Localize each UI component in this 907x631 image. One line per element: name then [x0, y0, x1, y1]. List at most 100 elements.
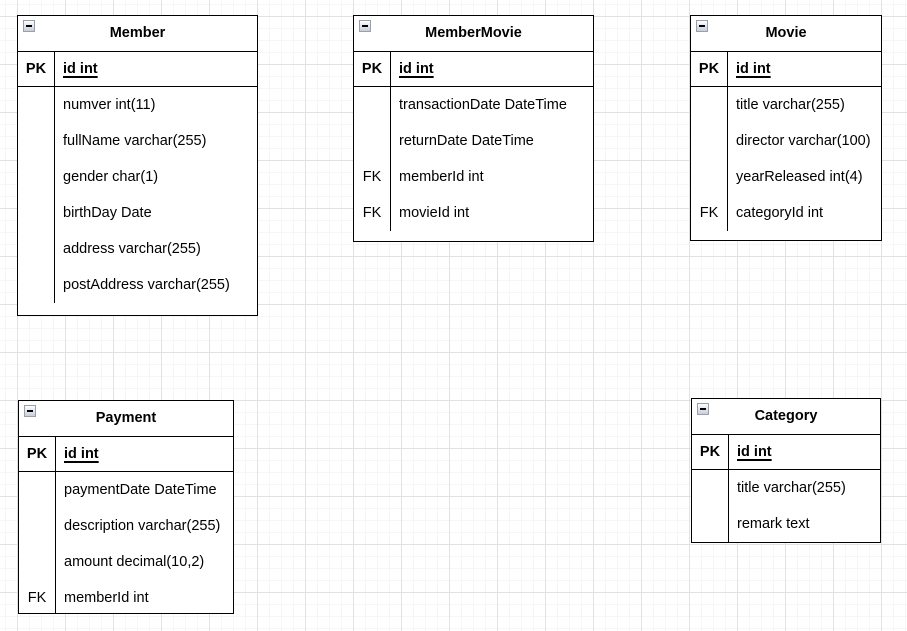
key-cell — [18, 159, 55, 195]
attribute-row: birthDay Date — [18, 195, 257, 231]
key-cell — [692, 470, 729, 506]
pk-label: PK — [18, 51, 55, 86]
entity-table-member[interactable]: Member PK id int numver int(11) fullName … — [17, 15, 258, 316]
field-label: memberId int — [64, 589, 149, 606]
pk-field: id int — [63, 60, 98, 77]
entity-table-movie[interactable]: Movie PK id int title varchar(255) direct… — [690, 15, 882, 241]
collapse-minus-icon[interactable] — [696, 20, 708, 32]
attribute-row: postAddress varchar(255) — [18, 267, 257, 303]
table-header: Payment — [19, 401, 233, 437]
key-cell — [19, 472, 56, 508]
primary-key-row: PK id int — [692, 434, 880, 470]
entity-table-category[interactable]: Category PK id int title varchar(255) rem… — [691, 398, 881, 543]
field-label: remark text — [737, 515, 810, 532]
attribute-row: FK categoryId int — [691, 195, 881, 231]
table-header: Member — [18, 16, 257, 52]
field-label: title varchar(255) — [737, 479, 846, 496]
field-label: address varchar(255) — [63, 240, 201, 257]
primary-key-row: PK id int — [354, 51, 593, 87]
attribute-row: title varchar(255) — [691, 87, 881, 123]
field-label: director varchar(100) — [736, 132, 871, 149]
fk-label: FK — [354, 195, 391, 231]
field-label: categoryId int — [736, 204, 824, 221]
attribute-row: paymentDate DateTime — [19, 472, 233, 508]
key-cell — [18, 195, 55, 231]
fk-label: FK — [354, 159, 391, 195]
key-cell — [691, 159, 728, 195]
table-title: Member — [109, 25, 166, 41]
attribute-row: remark text — [692, 506, 880, 542]
pk-label: PK — [19, 436, 56, 471]
field-label: memberId int — [399, 168, 484, 185]
entity-table-membermovie[interactable]: MemberMovie PK id int transactionDate Da… — [353, 15, 594, 242]
collapse-minus-icon[interactable] — [23, 20, 35, 32]
table-body: title varchar(255) remark text — [692, 470, 880, 542]
primary-key-row: PK id int — [19, 436, 233, 472]
attribute-row: title varchar(255) — [692, 470, 880, 506]
field-label: gender char(1) — [63, 168, 159, 185]
attribute-row: fullName varchar(255) — [18, 123, 257, 159]
primary-key-row: PK id int — [18, 51, 257, 87]
entity-table-payment[interactable]: Payment PK id int paymentDate DateTime de… — [18, 400, 234, 614]
key-cell — [18, 123, 55, 159]
pk-field: id int — [736, 60, 771, 77]
table-title: Movie — [765, 25, 807, 41]
field-label: description varchar(255) — [64, 517, 221, 534]
attribute-row: numver int(11) — [18, 87, 257, 123]
key-cell — [18, 267, 55, 303]
primary-key-row: PK id int — [691, 51, 881, 87]
key-cell — [19, 544, 56, 580]
attribute-row: returnDate DateTime — [354, 123, 593, 159]
pk-label: PK — [354, 51, 391, 86]
attribute-row: address varchar(255) — [18, 231, 257, 267]
pk-label: PK — [691, 51, 728, 86]
field-label: movieId int — [399, 204, 470, 221]
table-body: transactionDate DateTime returnDate DateT… — [354, 87, 593, 241]
field-label: title varchar(255) — [736, 96, 845, 113]
table-body: paymentDate DateTime description varchar(… — [19, 472, 233, 613]
attribute-row: transactionDate DateTime — [354, 87, 593, 123]
table-title: MemberMovie — [425, 25, 522, 41]
collapse-minus-icon[interactable] — [359, 20, 371, 32]
key-cell — [18, 87, 55, 123]
collapse-minus-icon[interactable] — [24, 405, 36, 417]
field-label: amount decimal(10,2) — [64, 553, 205, 570]
table-title: Category — [754, 408, 818, 424]
table-header: Category — [692, 399, 880, 435]
field-label: transactionDate DateTime — [399, 96, 567, 113]
attribute-row: yearReleased int(4) — [691, 159, 881, 195]
pk-field: id int — [399, 60, 434, 77]
field-label: postAddress varchar(255) — [63, 276, 230, 293]
key-cell — [354, 123, 391, 159]
attribute-row: amount decimal(10,2) — [19, 544, 233, 580]
attribute-row: FK movieId int — [354, 195, 593, 231]
pk-field: id int — [64, 445, 99, 462]
field-label: fullName varchar(255) — [63, 132, 207, 149]
field-label: yearReleased int(4) — [736, 168, 863, 185]
table-body: numver int(11) fullName varchar(255) gende… — [18, 87, 257, 315]
pk-label: PK — [692, 434, 729, 469]
attribute-row: FK memberId int — [19, 580, 233, 613]
table-body: title varchar(255) director varchar(100) y… — [691, 87, 881, 240]
pk-field: id int — [737, 443, 772, 460]
attribute-row: FK memberId int — [354, 159, 593, 195]
key-cell — [19, 508, 56, 544]
attribute-row: description varchar(255) — [19, 508, 233, 544]
table-title: Payment — [95, 410, 157, 426]
table-header: MemberMovie — [354, 16, 593, 52]
key-cell — [691, 123, 728, 159]
table-header: Movie — [691, 16, 881, 52]
key-cell — [354, 87, 391, 123]
field-label: numver int(11) — [63, 96, 156, 113]
fk-label: FK — [19, 580, 56, 613]
fk-label: FK — [691, 195, 728, 231]
key-cell — [18, 231, 55, 267]
field-label: paymentDate DateTime — [64, 481, 217, 498]
attribute-row: director varchar(100) — [691, 123, 881, 159]
field-label: birthDay Date — [63, 204, 152, 221]
key-cell — [691, 87, 728, 123]
field-label: returnDate DateTime — [399, 132, 534, 149]
collapse-minus-icon[interactable] — [697, 403, 709, 415]
attribute-row: gender char(1) — [18, 159, 257, 195]
